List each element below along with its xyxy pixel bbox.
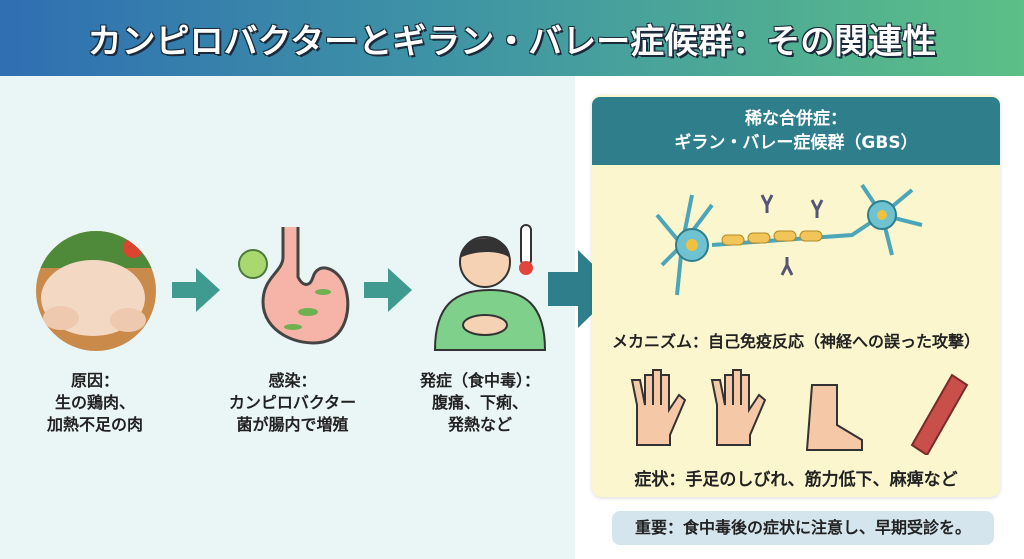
mechanism-text: メカニズム：自己免疫反応（神経への誤った攻撃） — [611, 332, 980, 351]
gbs-panel-header: 稀な合併症： ギラン・バレー症候群（GBS） — [592, 97, 1000, 165]
numb-foot-icon — [805, 384, 863, 451]
numb-hand-icon — [630, 369, 687, 446]
step-cause-heading: 原因： — [70, 371, 119, 390]
step-cause-line: 加熱不足の肉 — [46, 415, 143, 434]
stomach-bacteria-icon — [238, 227, 350, 345]
sick-person-icon — [433, 224, 547, 351]
header: カンピロバクターとギラン・バレー症候群：その関連性 — [0, 0, 1024, 76]
arrow-right-icon — [172, 268, 220, 312]
step-onset-line: 腹痛、下痢、 — [431, 393, 528, 412]
neuron-antibody-icon — [655, 183, 923, 296]
big-arrow-right-icon — [548, 250, 618, 328]
symptom-icons — [630, 369, 969, 455]
important-note: 重要：食中毒後の症状に注意し、早期受診を。 — [612, 511, 994, 545]
page-title: カンピロバクターとギラン・バレー症候群：その関連性 — [87, 21, 937, 62]
gbs-title-line1: 稀な合併症： — [745, 109, 847, 129]
step-onset-heading: 発症（食中毒）： — [419, 371, 540, 390]
step-infection-line: 菌が腸内で増殖 — [236, 415, 349, 434]
gbs-panel: 稀な合併症： ギラン・バレー症候群（GBS） メカニズム：自己免疫反応（神経への… — [592, 95, 1000, 497]
step-onset: 発症（食中毒）： 腹痛、下痢、 発熱など — [395, 370, 565, 436]
raw-chicken-icon — [36, 231, 156, 351]
step-onset-line: 発熱など — [447, 415, 512, 434]
symptoms-text: 症状：手足のしびれ、筋力低下、麻痺など — [634, 470, 958, 490]
step-infection-line: カンピロバクター — [228, 393, 357, 412]
step-cause-line: 生の鶏肉、 — [54, 393, 135, 412]
gbs-title-line2: ギラン・バレー症候群（GBS） — [674, 133, 918, 153]
step-infection-heading: 感染： — [268, 371, 317, 390]
muscle-icon — [910, 373, 969, 455]
step-cause: 原因： 生の鶏肉、 加熱不足の肉 — [20, 370, 170, 436]
step-infection: 感染： カンピロバクター 菌が腸内で増殖 — [210, 370, 375, 436]
numb-hand-icon — [710, 369, 767, 446]
arrow-right-icon — [364, 268, 412, 312]
